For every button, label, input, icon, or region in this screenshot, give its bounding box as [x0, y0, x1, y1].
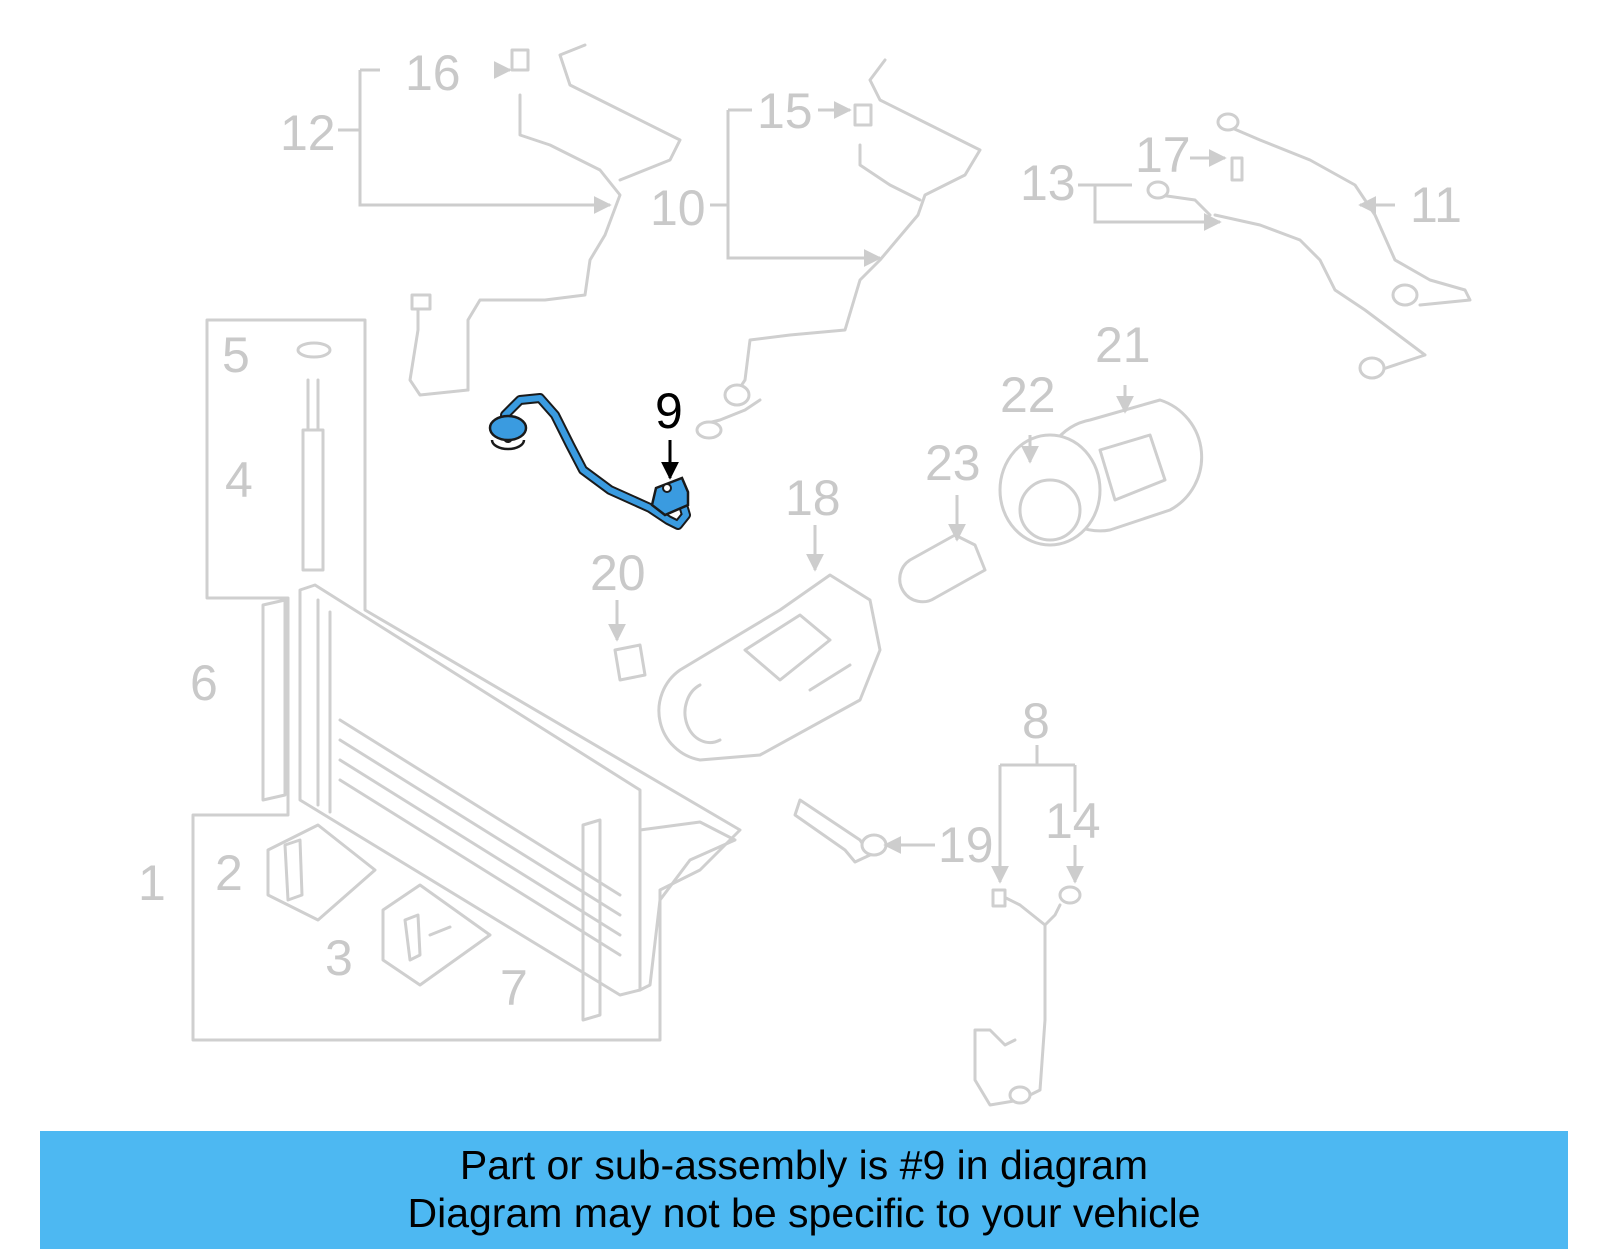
callout-22: 22: [1000, 367, 1056, 423]
callout-15: 15: [757, 83, 813, 139]
compressor-group: [608, 385, 1204, 864]
callout-18: 18: [785, 470, 841, 526]
callout-6: 6: [190, 655, 218, 711]
callout-4: 4: [225, 452, 253, 508]
ac-lines-right: [1078, 112, 1472, 380]
callout-5: 5: [222, 327, 250, 383]
callout-8: 8: [1022, 693, 1050, 749]
callout-9: 9: [655, 383, 683, 439]
callout-13: 13: [1020, 155, 1076, 211]
banner-part-note: Part or sub-assembly is #9 in diagram: [459, 1142, 1149, 1188]
parts-diagram: 1 2 3 4 5 6 7 8 9 10 11 12 13 14 15 16 1…: [138, 43, 1472, 1107]
callout-12: 12: [280, 105, 336, 161]
callout-19: 19: [938, 817, 994, 873]
callout-7: 7: [500, 960, 528, 1016]
callout-3: 3: [325, 930, 353, 986]
callout-17: 17: [1135, 127, 1191, 183]
sensor-harness: [973, 745, 1084, 1107]
callout-20: 20: [590, 545, 646, 601]
callout-14: 14: [1045, 793, 1101, 849]
callout-1: 1: [138, 855, 166, 911]
callout-16: 16: [405, 45, 461, 101]
highlighted-hose-part-9: [488, 393, 691, 530]
callout-11: 11: [1410, 177, 1462, 233]
info-banner: Part or sub-assembly is #9 in diagram Di…: [40, 1131, 1568, 1249]
banner-vehicle-disclaimer: Diagram may not be specific to your vehi…: [407, 1190, 1201, 1236]
callout-21: 21: [1095, 317, 1151, 373]
callout-10: 10: [650, 180, 706, 236]
ac-lines-upper: [338, 43, 982, 440]
condenser-group: [191, 318, 742, 1042]
callout-2: 2: [215, 845, 243, 901]
callout-23: 23: [925, 435, 981, 491]
